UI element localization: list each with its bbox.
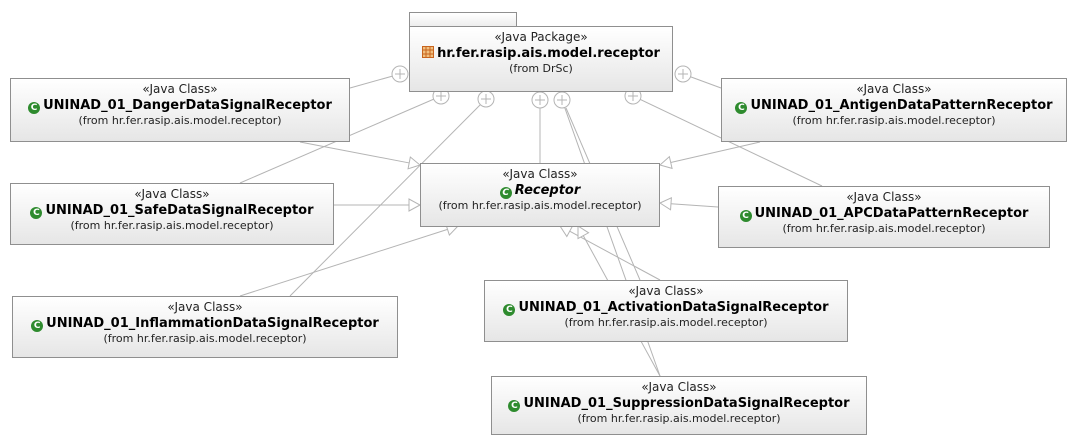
class-from: (from hr.fer.rasip.ais.model.receptor) xyxy=(577,412,781,425)
generalization-line xyxy=(670,141,761,164)
class-name: UNINAD_01_ActivationDataSignalReceptor xyxy=(518,300,829,315)
class-stereotype: «Java Class» xyxy=(856,82,932,96)
class-icon: C xyxy=(508,400,521,412)
generalization-arrowhead xyxy=(407,156,422,170)
class-name: UNINAD_01_APCDataPatternReceptor xyxy=(754,206,1029,221)
class-name: UNINAD_01_SuppressionDataSignalReceptor xyxy=(523,396,850,411)
receptor-name: Receptor xyxy=(514,183,581,198)
class-stereotype: «Java Class» xyxy=(628,284,704,298)
class-from: (from hr.fer.rasip.ais.model.receptor) xyxy=(103,332,307,345)
generalization-arrowhead xyxy=(408,198,422,212)
class-icon: C xyxy=(499,187,512,199)
receptor-from: (from hr.fer.rasip.ais.model.receptor) xyxy=(438,199,642,212)
package-icon xyxy=(422,46,435,58)
class-icon: C xyxy=(30,207,43,219)
generalization-line xyxy=(239,228,448,297)
class-from: (from hr.fer.rasip.ais.model.receptor) xyxy=(564,316,768,329)
package-tab xyxy=(409,12,517,27)
containment-line xyxy=(349,73,401,89)
class-icon: C xyxy=(735,102,748,114)
class-stereotype: «Java Class» xyxy=(846,190,922,204)
class-icon: C xyxy=(28,102,41,114)
class-icon: C xyxy=(31,320,44,332)
class-from: (from hr.fer.rasip.ais.model.receptor) xyxy=(70,219,274,232)
containment-line xyxy=(289,98,487,297)
generalization-line xyxy=(569,230,661,281)
class-stereotype: «Java Class» xyxy=(641,380,717,394)
generalization-arrowhead xyxy=(658,196,672,211)
class-name: UNINAD_01_SafeDataSignalReceptor xyxy=(45,203,314,218)
package-from: (from DrSc) xyxy=(509,62,573,75)
class-stereotype: «Java Class» xyxy=(134,187,210,201)
generalization-arrowhead xyxy=(577,225,590,240)
class-icon: C xyxy=(503,304,516,316)
package-name-row: hr.fer.rasip.ais.model.receptor xyxy=(410,45,672,62)
class-name: UNINAD_01_DangerDataSignalReceptor xyxy=(43,98,332,113)
class-name: UNINAD_01_InflammationDataSignalReceptor xyxy=(46,316,379,331)
package-node[interactable]: «Java Package» hr.fer.rasip.ais.model.re… xyxy=(409,26,673,92)
class-from: (from hr.fer.rasip.ais.model.receptor) xyxy=(78,114,282,127)
class-icon: C xyxy=(739,210,752,222)
package-stereotype: «Java Package» xyxy=(494,30,588,44)
class-stereotype: «Java Class» xyxy=(167,300,243,314)
receptor-stereotype: «Java Class» xyxy=(502,167,578,181)
package-name: hr.fer.rasip.ais.model.receptor xyxy=(437,46,660,61)
class-from: (from hr.fer.rasip.ais.model.receptor) xyxy=(782,222,986,235)
generalization-line xyxy=(670,203,719,208)
generalization-line xyxy=(299,141,410,164)
generalization-arrowhead xyxy=(658,155,673,170)
class-name: UNINAD_01_AntigenDataPatternReceptor xyxy=(750,98,1053,113)
class-from: (from hr.fer.rasip.ais.model.receptor) xyxy=(792,114,996,127)
class-stereotype: «Java Class» xyxy=(142,82,218,96)
